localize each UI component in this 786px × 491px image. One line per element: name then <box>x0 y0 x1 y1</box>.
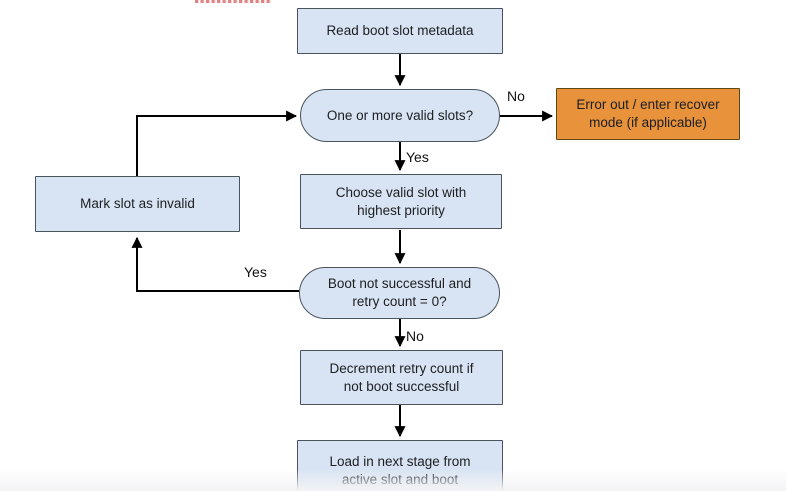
clipped-red-annotation-marks <box>195 0 272 3</box>
edge-markinvalid-to-valid <box>136 110 298 176</box>
node-one-or-more-valid-slots: One or more valid slots? <box>300 89 500 142</box>
node-error-out-recover-mode: Error out / enter recover mode (if appli… <box>556 88 740 140</box>
edge-label-no-boot-retry: No <box>406 328 424 344</box>
node-boot-not-successful-retry: Boot not successful and retry count = 0? <box>299 267 500 319</box>
node-choose-valid-slot: Choose valid slot with highest priority <box>300 174 502 229</box>
edge-label-yes-boot-retry: Yes <box>244 264 267 280</box>
node-read-boot-slot-metadata: Read boot slot metadata <box>297 8 503 54</box>
node-load-next-stage: Load in next stage from active slot and … <box>297 440 503 491</box>
edge-bootretry-yes-to-markinvalid <box>131 236 299 292</box>
node-decrement-retry-count: Decrement retry count if not boot succes… <box>300 350 503 405</box>
edge-label-yes-valid-slots: Yes <box>406 149 429 165</box>
edge-label-no-valid-slots: No <box>507 88 525 104</box>
node-mark-slot-invalid: Mark slot as invalid <box>35 176 240 232</box>
